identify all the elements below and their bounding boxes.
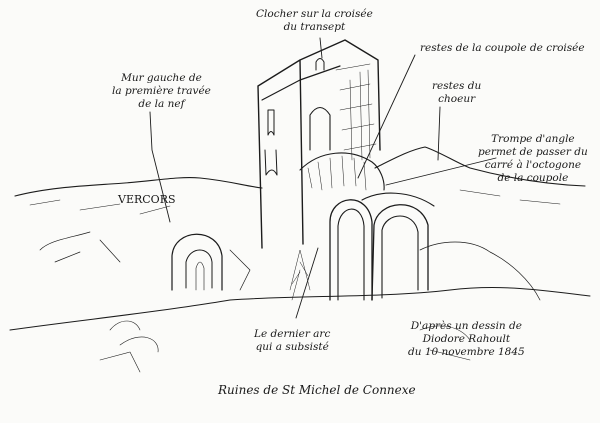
tower-window-top [315, 58, 325, 71]
tower-window-main [309, 106, 331, 151]
label-trompe: Trompe d'angle permet de passer du carré… [478, 133, 588, 184]
label-attribution: D'après un dessin de Diodore Rahoult du … [408, 320, 525, 358]
mountain-ridge-right [374, 146, 586, 187]
tower-window-left-lower [264, 149, 278, 176]
leader-clocher [319, 37, 323, 59]
dome-remains [299, 152, 385, 191]
nave-wall-arch [171, 233, 223, 291]
tree [289, 249, 311, 301]
mountain-hatching [29, 189, 561, 215]
mountain-ridge-left [14, 177, 263, 197]
label-restes-coupole: restes de la coupole de croisée [420, 42, 585, 54]
rubble [39, 231, 541, 301]
label-vercors: VERCORS [118, 193, 176, 206]
label-restes-choeur: restes du choeur [432, 80, 482, 105]
leader-mur-gauche [149, 111, 171, 223]
leader-dernier-arc [295, 247, 319, 319]
leader-choeur [437, 106, 441, 161]
label-clocher: Clocher sur la croisée du transept [256, 8, 373, 33]
label-dernier-arc: Le dernier arc qui a subsisté [254, 328, 331, 353]
leader-coupole [357, 54, 416, 179]
foreground-bushes [99, 320, 471, 373]
label-mur-gauche: Mur gauche de la première travée de la n… [112, 72, 211, 110]
tower-hatching [335, 63, 377, 151]
last-arch [329, 192, 435, 301]
caption: Ruines de St Michel de Connexe [218, 383, 416, 397]
ground-line [9, 287, 591, 331]
tower-window-left [267, 109, 275, 136]
leader-trompe [385, 157, 497, 186]
bell-tower [257, 39, 381, 249]
